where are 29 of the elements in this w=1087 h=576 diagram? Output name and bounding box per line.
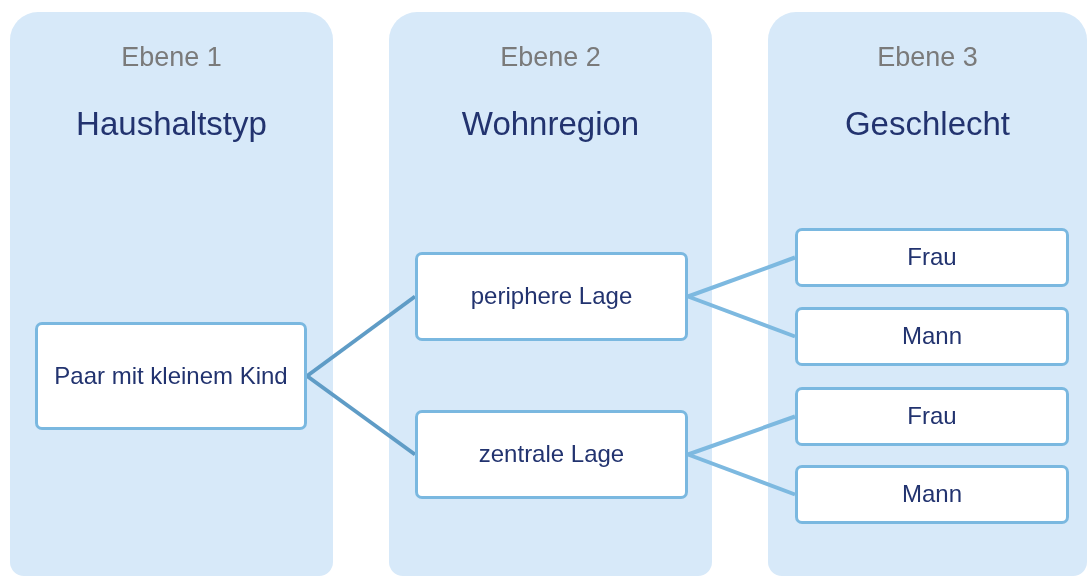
category-box bbox=[795, 228, 1069, 287]
connector-line bbox=[687, 255, 796, 299]
category-box bbox=[795, 465, 1069, 524]
category-box bbox=[415, 410, 688, 499]
connector-line bbox=[687, 294, 796, 339]
category-box bbox=[795, 387, 1069, 446]
level-label: Ebene 1 bbox=[120, 42, 223, 73]
column-heading: Geschlecht bbox=[843, 105, 1012, 143]
category-label: Paar mit kleinem Kind bbox=[54, 361, 288, 391]
category-label: periphere Lage bbox=[470, 282, 633, 311]
category-label: Mann bbox=[901, 480, 962, 509]
level-label: Ebene 2 bbox=[499, 42, 602, 73]
category-label: Mann bbox=[901, 322, 962, 351]
column-heading: Haushaltstyp bbox=[75, 105, 268, 143]
connector-line bbox=[305, 374, 417, 457]
connector-line bbox=[687, 414, 796, 457]
category-label: zentrale Lage bbox=[478, 440, 625, 469]
connector-line bbox=[687, 452, 796, 497]
column-panel bbox=[768, 12, 1087, 576]
column-heading: Wohnregion bbox=[460, 105, 641, 143]
category-box bbox=[35, 322, 307, 430]
category-box bbox=[795, 307, 1069, 366]
category-box bbox=[415, 252, 688, 341]
connector-line bbox=[305, 294, 417, 378]
category-label: Frau bbox=[907, 402, 957, 431]
column-panel bbox=[389, 12, 712, 576]
category-label: Frau bbox=[907, 243, 957, 272]
level-label: Ebene 3 bbox=[876, 42, 979, 73]
column-panel bbox=[10, 12, 333, 576]
